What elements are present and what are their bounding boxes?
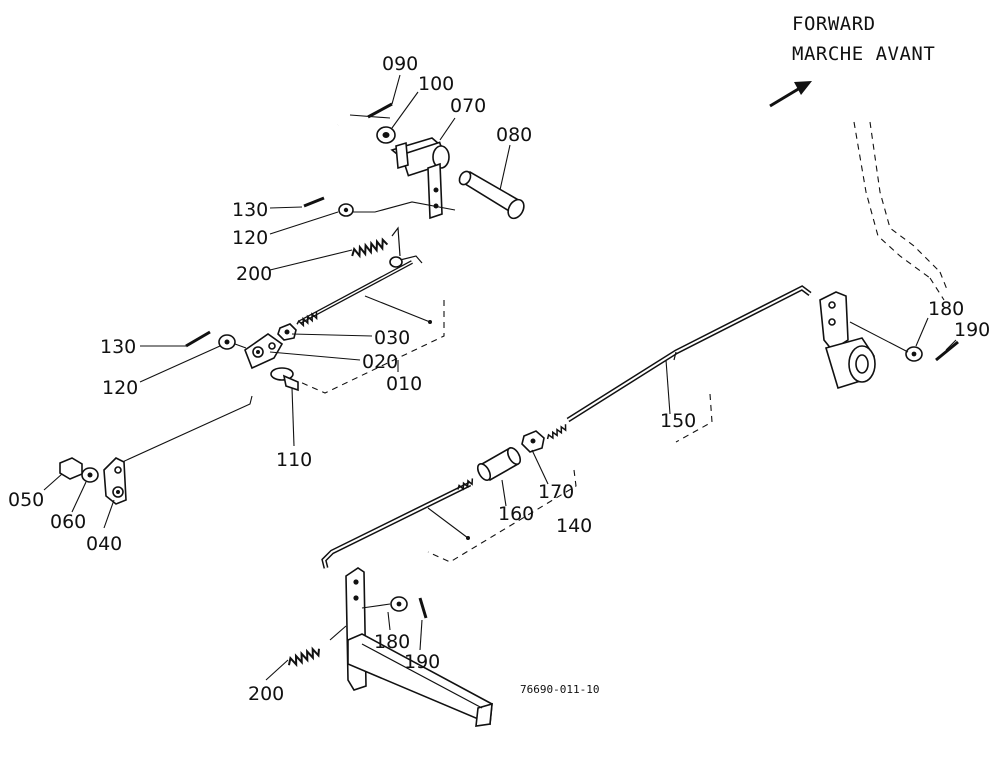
lower-link-rod-part [321,478,474,569]
long-link-rod-part [546,285,812,440]
callout-090: 090 [382,53,418,75]
callout-170: 170 [538,481,574,503]
clevis-pin-part [270,367,299,392]
washer-part [338,203,354,217]
callout-leaders [43,74,957,681]
rod-clevis-part [244,333,284,370]
return-spring-part [287,625,347,668]
callout-labels: 090 100 070 080 130 120 200 030 130 020 … [8,53,990,705]
callout-050: 050 [8,489,44,511]
callout-160: 160 [498,503,534,525]
callout-060: 060 [50,511,86,533]
callout-130-middle: 130 [100,336,136,358]
callout-120-upper: 120 [232,227,268,249]
forward-arrow-icon [769,81,812,108]
callout-190-right: 190 [954,319,990,341]
washer-part [390,596,408,612]
cotter-pin-part [185,330,211,348]
return-spring-part [351,226,401,259]
lock-nut-part [277,323,297,341]
turnbuckle-part [476,446,522,482]
cotter-pin-part [935,340,959,362]
cotter-pin-part [349,102,393,119]
assembly-bracket-150 [675,393,713,443]
washer-part [376,126,396,144]
lock-nut-part [521,430,545,453]
callout-190-lower: 190 [404,651,440,673]
shift-lever-outline [853,121,949,301]
lower-lever-shaft-part [345,567,493,727]
callout-140: 140 [556,515,592,537]
cotter-pin-part [303,196,325,208]
callout-150: 150 [660,410,696,432]
hex-nut-part [59,457,83,480]
callout-020: 020 [362,351,398,373]
callout-110: 110 [276,449,312,471]
callout-120-middle: 120 [102,377,138,399]
pivot-arm-part [819,291,876,390]
rod-bracket-part [103,457,127,505]
callout-070: 070 [450,95,486,117]
callout-200-lower: 200 [248,683,284,705]
callout-180-right: 180 [928,298,964,320]
callout-130-upper: 130 [232,199,268,221]
pedal-pivot-pin-part [458,170,525,220]
callout-180-lower: 180 [374,631,410,653]
drawing-reference-code: 76690-011-10 [520,683,599,696]
callout-200-upper: 200 [236,263,272,285]
callout-100: 100 [418,73,454,95]
callout-010: 010 [386,373,422,395]
washer-part [218,334,236,350]
pedal-arm-part [335,113,450,220]
callout-080: 080 [496,124,532,146]
upper-control-rod-part [296,255,432,328]
assembly-bracket-140 [427,469,577,563]
assembly-bracket-010 [299,300,445,394]
direction-label-en: FORWARD [792,13,876,35]
washer-part [81,467,99,483]
callout-030: 030 [374,327,410,349]
cotter-pin-part [418,597,428,619]
washer-part [905,346,923,362]
callout-040: 040 [86,533,122,555]
direction-label-fr: MARCHE AVANT [792,43,935,65]
